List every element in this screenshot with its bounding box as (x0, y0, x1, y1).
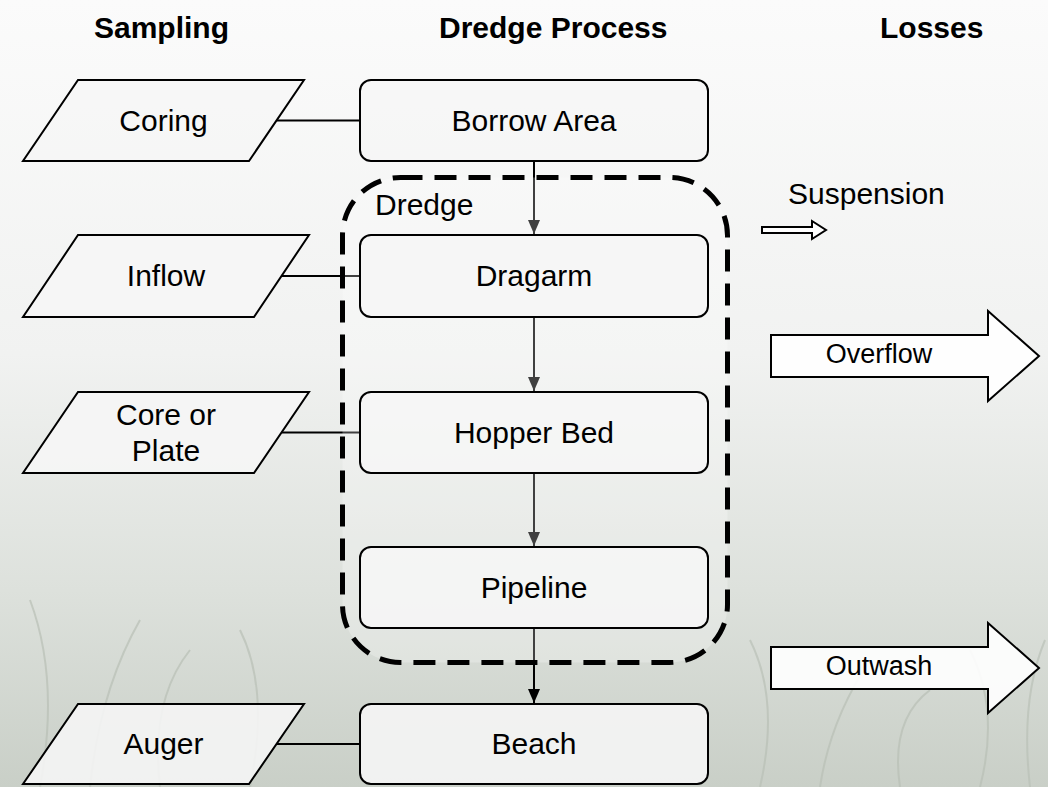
sampling-parallelogram: Core or Plate (22, 391, 310, 474)
connector (277, 743, 359, 745)
node-text: Dredge (375, 187, 473, 223)
process-box: Hopper Bed (359, 391, 709, 474)
sampling-parallelogram: Auger (22, 703, 305, 785)
column-header: Dredge Process (439, 10, 667, 46)
loss-label: Suspension (788, 176, 945, 212)
column-header: Losses (880, 10, 983, 46)
node-text: Auger (123, 726, 203, 762)
node-text: Outwash (770, 650, 988, 682)
process-box: Beach (359, 703, 709, 785)
process-box: Dragarm (359, 234, 709, 318)
node-text: Coring (119, 103, 207, 139)
sampling-parallelogram: Inflow (22, 234, 310, 318)
process-box: Pipeline (359, 546, 709, 629)
node-text: Dragarm (476, 258, 593, 294)
column-header: Sampling (94, 10, 229, 46)
process-box: Borrow Area (359, 79, 709, 162)
connector (277, 120, 359, 122)
loss-arrow: Overflow (770, 310, 1040, 402)
loss-arrow: Outwash (770, 622, 1040, 714)
node-text: Overflow (770, 338, 988, 370)
sampling-parallelogram: Coring (22, 79, 305, 162)
node-text: Inflow (127, 258, 205, 294)
node-text: Hopper Bed (454, 415, 614, 451)
dredge-region: DredgeDragarmHopper BedPipeline (340, 175, 730, 665)
node-text: Pipeline (481, 570, 588, 606)
suspension-arrow (762, 221, 826, 239)
node-text: Core or Plate (86, 397, 246, 469)
node-text: Beach (491, 726, 576, 762)
node-text: Borrow Area (451, 103, 616, 139)
